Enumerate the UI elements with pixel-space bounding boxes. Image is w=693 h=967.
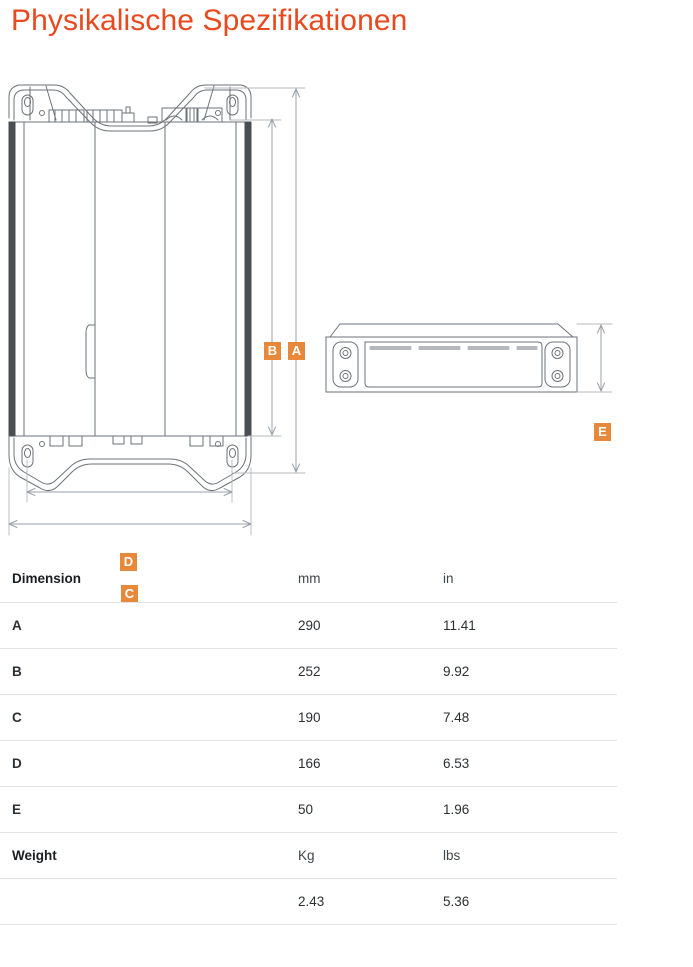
- table-row: C 190 7.48: [0, 694, 617, 741]
- dimension-arrows: [8, 88, 605, 528]
- header-mm: mm: [298, 556, 443, 603]
- page-title: Physikalische Spezifikationen: [11, 4, 408, 37]
- dimension-badge-e: E: [594, 423, 611, 441]
- dimension-extension-lines: [8, 87, 613, 536]
- row-mm: 290: [298, 602, 443, 649]
- table-row: A 290 11.41: [0, 602, 617, 649]
- row-label: D: [0, 740, 298, 787]
- weight-label: Weight: [0, 832, 298, 879]
- row-in: 11.41: [443, 602, 617, 649]
- row-in: 7.48: [443, 694, 617, 741]
- row-label: B: [0, 648, 298, 695]
- row-mm: 252: [298, 648, 443, 695]
- technical-drawing: B A D C E: [0, 70, 693, 603]
- front-view-outline: [8, 84, 252, 132]
- side-view-outline: [325, 323, 578, 393]
- row-in: 1.96: [443, 786, 617, 833]
- front-view-bottom-bracket: [8, 435, 252, 492]
- row-label: E: [0, 786, 298, 833]
- header-dimension: Dimension: [0, 556, 298, 603]
- table-row: B 252 9.92: [0, 648, 617, 695]
- specifications-table: Dimension mm in A 290 11.41 B 252 9.92 C…: [0, 556, 617, 925]
- row-in: 9.92: [443, 648, 617, 695]
- weight-unit-kg: Kg: [298, 832, 443, 879]
- row-label: C: [0, 694, 298, 741]
- table-header-row: Dimension mm in: [0, 556, 617, 603]
- row-in: 6.53: [443, 740, 617, 787]
- front-view-body: [8, 121, 252, 437]
- row-mm: 50: [298, 786, 443, 833]
- table-row: E 50 1.96: [0, 786, 617, 833]
- row-mm: 190: [298, 694, 443, 741]
- weight-value-lbs: 5.36: [443, 878, 617, 925]
- weight-value-kg: 2.43: [298, 878, 443, 925]
- table-row: D 166 6.53: [0, 740, 617, 787]
- header-in: in: [443, 556, 617, 603]
- row-mm: 166: [298, 740, 443, 787]
- weight-unit-lbs: lbs: [443, 832, 617, 879]
- front-view-connectors: [48, 106, 223, 124]
- row-label: A: [0, 602, 298, 649]
- weight-value-row: 2.43 5.36: [0, 878, 617, 925]
- weight-header-row: Weight Kg lbs: [0, 832, 617, 879]
- dimension-badge-a: A: [288, 342, 305, 360]
- dimension-badge-b: B: [264, 342, 281, 360]
- weight-value-label: [0, 878, 298, 925]
